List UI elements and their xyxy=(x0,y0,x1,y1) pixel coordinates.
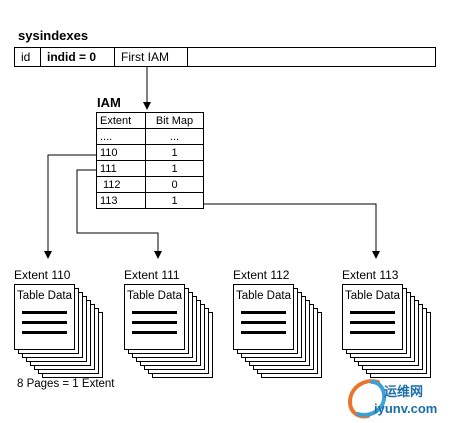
iam-title: IAM xyxy=(97,95,121,110)
iam-header-bitmap: Bit Map xyxy=(155,114,194,127)
watermark-logo-icon xyxy=(347,379,387,419)
iam-row-extent: 111 xyxy=(97,161,146,176)
arrow-extent-110 xyxy=(44,154,96,259)
data-line-bar xyxy=(22,321,67,324)
iam-row-bit: 1 xyxy=(171,162,178,175)
iam-row-extent: 112 xyxy=(97,177,146,192)
extent-group-111: Extent 111 Table Data xyxy=(124,268,219,378)
extent-group-112: Extent 112 Table Data xyxy=(233,268,328,378)
arrow-extent-111 xyxy=(76,169,162,259)
iam-row-bit: 0 xyxy=(171,178,178,191)
watermark-text-top: 运维网 xyxy=(384,384,424,399)
extent-label: Extent 113 xyxy=(342,268,399,282)
extent-group-110: Extent 110 Table Data xyxy=(14,268,109,378)
caption: 8 Pages = 1 Extent xyxy=(17,378,115,390)
data-line-bar xyxy=(22,331,67,334)
data-line-bar xyxy=(350,321,395,324)
iam-row-bit: ... xyxy=(169,130,180,143)
iam-header-extent: Extent xyxy=(97,113,146,128)
page-stack: Table Data xyxy=(233,284,328,378)
extent-label: Extent 110 xyxy=(14,268,71,282)
iam-row-extent: 113 xyxy=(97,193,146,208)
data-line-bar xyxy=(132,321,177,324)
iam-row: .... ... xyxy=(97,129,203,145)
page-stack: Table Data xyxy=(124,284,219,378)
watermark-text-bottom: iyunv.com xyxy=(374,401,438,416)
page-stack: Table Data xyxy=(14,284,109,378)
sysindexes-cell-id: id xyxy=(15,48,41,66)
data-line-bar xyxy=(22,311,67,314)
sysindexes-cell-first-iam: First IAM xyxy=(115,48,188,66)
page-stack: Table Data xyxy=(342,284,437,378)
data-line-bar xyxy=(350,311,395,314)
iam-row-extent: 110 xyxy=(97,145,146,160)
page-text: Table Data xyxy=(345,290,400,302)
data-line-bar xyxy=(241,331,286,334)
sysindexes-cell-empty xyxy=(188,48,435,66)
page-text: Table Data xyxy=(127,290,182,302)
data-line-bar xyxy=(241,311,286,314)
data-line-bar xyxy=(132,311,177,314)
arrow-extent-113 xyxy=(203,203,380,259)
iam-header-row: Extent Bit Map xyxy=(97,113,203,129)
sysindexes-title: sysindexes xyxy=(18,28,89,43)
iam-row: 110 1 xyxy=(97,145,203,161)
page-front: Table Data xyxy=(233,284,294,350)
page-front: Table Data xyxy=(14,284,75,350)
extent-group-113: Extent 113 Table Data xyxy=(342,268,437,378)
extent-label: Extent 111 xyxy=(124,268,180,282)
iam-row: 111 1 xyxy=(97,161,203,177)
iam-row: 112 0 xyxy=(97,177,203,193)
data-line-bar xyxy=(350,331,395,334)
page-front: Table Data xyxy=(124,284,185,350)
page-text: Table Data xyxy=(236,290,291,302)
sysindexes-table: id indid = 0 First IAM xyxy=(14,47,436,67)
iam-row: 113 1 xyxy=(97,193,203,208)
page-text: Table Data xyxy=(17,290,72,302)
sysindexes-cell-indid: indid = 0 xyxy=(41,48,115,66)
iam-row-bit: 1 xyxy=(171,146,178,159)
page-front: Table Data xyxy=(342,284,403,350)
iam-row-bit: 1 xyxy=(171,194,178,207)
iam-table: Extent Bit Map .... ... 110 1 111 1 112 … xyxy=(96,112,204,209)
extent-label: Extent 112 xyxy=(233,268,290,282)
watermark: 运维网 iyunv.com xyxy=(344,376,450,420)
iam-row-extent: .... xyxy=(97,129,146,144)
data-line-bar xyxy=(132,331,177,334)
data-line-bar xyxy=(241,321,286,324)
